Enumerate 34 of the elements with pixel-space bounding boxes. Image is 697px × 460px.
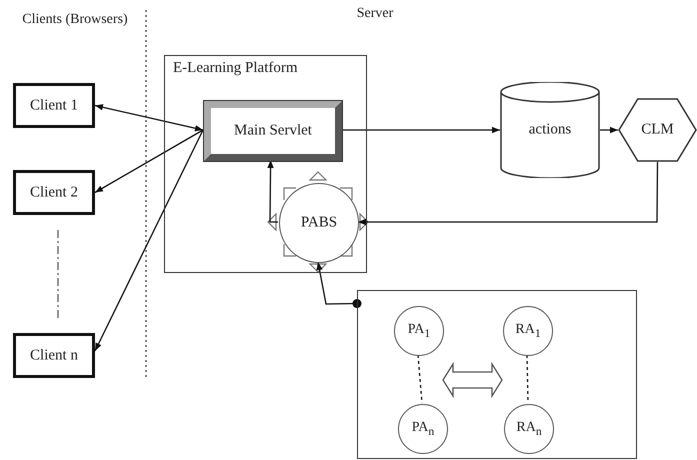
agent-circle	[398, 404, 448, 454]
agent-circle	[504, 404, 554, 454]
arrow	[358, 162, 658, 226]
hexagon-node	[618, 98, 697, 162]
container-box	[164, 55, 367, 273]
node-label: PA$_{1}$	[408, 322, 430, 340]
database-cylinder	[500, 82, 600, 178]
group-title: E-Learning Platform	[173, 60, 298, 77]
node-label: Client 2	[30, 184, 78, 201]
servlet-box	[204, 101, 342, 161]
node-label: PABS	[300, 214, 338, 232]
arrow	[316, 262, 362, 308]
arrow	[341, 126, 500, 134]
block-arrow	[442, 362, 503, 398]
arrow	[600, 126, 618, 134]
node-label: Main Servlet	[234, 122, 312, 140]
heading-label: Clients (Browsers)	[21, 12, 129, 28]
heading-label: Server	[356, 6, 394, 22]
arrow	[94, 104, 204, 132]
node-label: actions	[528, 122, 572, 138]
client-box	[13, 83, 95, 128]
agent-circle	[503, 306, 553, 356]
arrow	[267, 160, 278, 223]
arrow	[94, 130, 204, 352]
node-label: PA$_{n}$	[412, 420, 434, 438]
client-box	[13, 333, 95, 378]
node-label: Client 1	[30, 97, 78, 114]
arrow	[94, 129, 204, 194]
node-label: RA$_{n}$	[516, 420, 542, 438]
node-label: RA$_{1}$	[515, 322, 541, 340]
node-label: Client n	[30, 347, 78, 364]
node-label: CLM	[641, 122, 674, 138]
client-box	[13, 170, 95, 215]
agent-circle	[394, 306, 444, 356]
